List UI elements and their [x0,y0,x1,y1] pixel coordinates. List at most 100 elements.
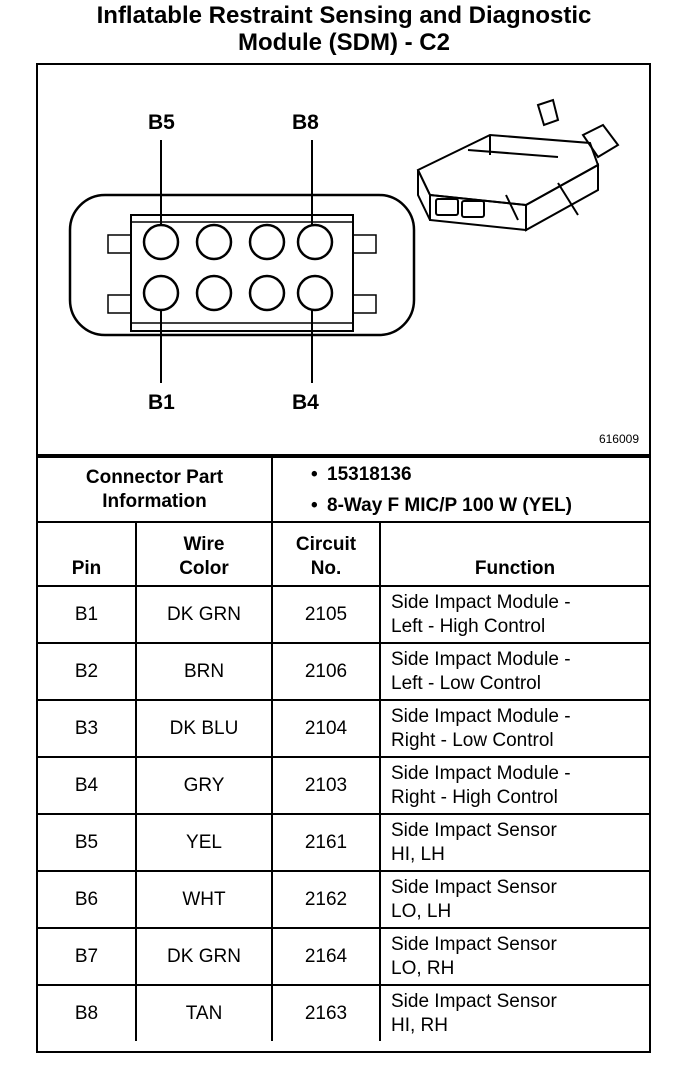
column-header-circuit-line-2: No. [310,558,342,579]
wire-color-cell: TAN [135,984,273,1041]
connector-info-item: •8-Way F MIC/P 100 W (YEL) [311,494,572,516]
function-line-1: Side Impact Sensor [391,819,557,841]
page-title: Inflatable Restraint Sensing and Diagnos… [0,2,688,56]
connector-outer-shell [68,193,416,337]
figure-number: 616009 [598,432,639,446]
column-header-wire-line-2: Color [179,558,229,579]
pin-cell: B5 [38,813,137,872]
circuit-cell: 2103 [271,756,381,815]
wire-color-cell: WHT [135,870,273,929]
wire-color-cell: DK GRN [135,585,273,644]
function-line-2: Right - Low Control [391,729,554,751]
function-line-2: HI, RH [391,1014,448,1036]
connector-info-item: •15318136 [311,463,412,485]
column-header-wire-line-1: Wire [183,534,225,555]
pin-cell: B2 [38,642,137,701]
function-line-2: Right - High Control [391,786,558,808]
title-line-1: Inflatable Restraint Sensing and Diagnos… [96,2,592,29]
function-line-1: Side Impact Sensor [391,876,557,898]
function-line-2: Left - High Control [391,615,546,637]
function-line-2: LO, RH [391,957,455,979]
function-line-1: Side Impact Module - [391,705,571,727]
column-header-function: Function [379,521,649,587]
connector-inner-body [130,214,354,332]
title-line-2: Module (SDM) - C2 [238,29,450,56]
pin-label-b1: B1 [148,391,175,414]
function-line-1: Side Impact Module - [391,762,571,784]
pin-cavity-b5 [142,223,180,261]
connector-drawing [68,98,620,383]
function-line-2: Left - Low Control [391,672,541,694]
connector-diagram: B5 B8 B1 B4 616009 [38,65,649,456]
function-line-1: Side Impact Sensor [391,933,557,955]
function-line-1: Side Impact Module - [391,591,571,613]
pin-cavity-b1 [142,274,180,312]
connector-description: 8-Way F MIC/P 100 W (YEL) [327,494,572,516]
pin-label-b8: B8 [292,111,319,134]
connector-info-list: •15318136 •8-Way F MIC/P 100 W (YEL) [271,456,649,523]
left-latch-bottom [107,294,132,314]
pin-cavity-b4 [296,274,334,312]
function-line-1: Side Impact Sensor [391,990,557,1012]
pin-cell: B8 [38,984,137,1041]
wire-color-cell: DK BLU [135,699,273,758]
function-cell: Side Impact Module -Left - High Control [379,585,649,644]
pin-cavity-b6 [195,223,233,261]
wire-color-cell: DK GRN [135,927,273,986]
right-latch-bottom [352,294,377,314]
circuit-cell: 2104 [271,699,381,758]
function-line-1: Side Impact Module - [391,648,571,670]
wire-color-cell: GRY [135,756,273,815]
left-latch-top [107,234,132,254]
function-line-2: HI, LH [391,843,445,865]
column-header-pin: Pin [38,521,137,587]
connector-info-label-line-1: Connector Part [85,466,224,488]
connector-info-row: Connector Part Information •15318136 •8-… [38,456,649,523]
circuit-cell: 2161 [271,813,381,872]
pin-cavity-b7 [248,223,286,261]
column-header-circuit-line-1: Circuit [295,534,357,555]
circuit-cell: 2164 [271,927,381,986]
circuit-cell: 2106 [271,642,381,701]
pin-cavity-b8 [296,223,334,261]
connector-info-label: Connector Part Information [38,456,273,523]
wire-color-cell: BRN [135,642,273,701]
function-cell: Side Impact Module -Left - Low Control [379,642,649,701]
pin-label-b5: B5 [148,111,175,134]
circuit-cell: 2162 [271,870,381,929]
circuit-cell: 2105 [271,585,381,644]
circuit-cell: 2163 [271,984,381,1041]
pin-cell: B1 [38,585,137,644]
function-line-2: LO, LH [391,900,452,922]
pinout-table: Connector Part Information •15318136 •8-… [38,456,649,1041]
pin-cavity-b2 [195,274,233,312]
part-number: 15318136 [327,463,412,485]
function-cell: Side Impact Module -Right - Low Control [379,699,649,758]
pin-cell: B7 [38,927,137,986]
connector-info-label-line-2: Information [102,490,207,512]
column-header-wire-color: Wire Color [135,521,273,587]
function-cell: Side Impact Module -Right - High Control [379,756,649,815]
pin-cavity-b3 [248,274,286,312]
column-header-circuit: Circuit No. [271,521,381,587]
wire-color-cell: YEL [135,813,273,872]
connector-isometric-sketch [416,98,620,232]
pin-cell: B4 [38,756,137,815]
document-frame: B5 B8 B1 B4 616009 Connector Part Inform… [36,63,651,1053]
pin-label-b4: B4 [292,391,319,414]
right-latch-top [352,234,377,254]
pin-cell: B6 [38,870,137,929]
